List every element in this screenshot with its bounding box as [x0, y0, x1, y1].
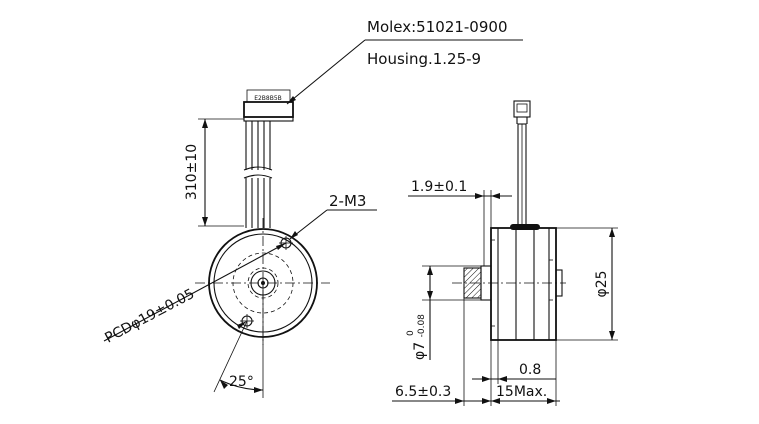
motor-front-view [195, 218, 330, 345]
housing-label: Housing.1.25-9 [367, 50, 481, 68]
flange-offset-dimension: 1.9±0.1 [408, 179, 512, 266]
connector-model-label: Molex:51021-0900 [367, 18, 508, 36]
body-length-label: 15Max. [496, 384, 547, 400]
hole-angle-dimension: 25° [213, 283, 264, 398]
lead-wires [243, 121, 273, 228]
pitch-circle-label: PCDφ19±0.05 [102, 286, 197, 347]
boss-tol-lower: -0.08 [417, 314, 427, 338]
body-diameter-label: φ25 [594, 270, 610, 297]
mounting-holes-callout: 2-M3 [289, 192, 377, 240]
boss-tol-upper: 0 [406, 330, 416, 336]
lead-length-label: 310±10 [184, 144, 200, 200]
lead-length-dimension: 310±10 [184, 118, 244, 227]
connector-marking: E2B8B5B [254, 95, 282, 102]
gear-offset-label: 0.8 [519, 362, 541, 378]
gear-offset-dimension: 0.8 [472, 340, 556, 406]
connector-callout: Molex:51021-0900 Housing.1.25-9 [286, 18, 523, 105]
boss-diameter-symbol: φ7 [412, 342, 428, 360]
motor-side-view [452, 224, 566, 341]
length-dimensions: 6.5±0.3 15Max. [392, 298, 560, 406]
pitch-circle-dimension: PCDφ19±0.05 [102, 242, 287, 347]
boss-diameter-label: φ7 -0.08 0 [406, 310, 428, 360]
wire-exit-bump [510, 224, 540, 230]
flange-offset-label: 1.9±0.1 [411, 179, 467, 195]
body-diameter-dimension: φ25 [540, 227, 618, 341]
shaft-extension-label: 6.5±0.3 [395, 384, 451, 400]
boss-diameter-dimension: φ7 -0.08 0 [406, 265, 481, 360]
side-view-connector [513, 100, 531, 229]
connector-housing: E2B8B5B [243, 89, 294, 122]
mounting-holes-label: 2-M3 [329, 192, 366, 210]
hole-angle-label: 25° [229, 374, 254, 390]
